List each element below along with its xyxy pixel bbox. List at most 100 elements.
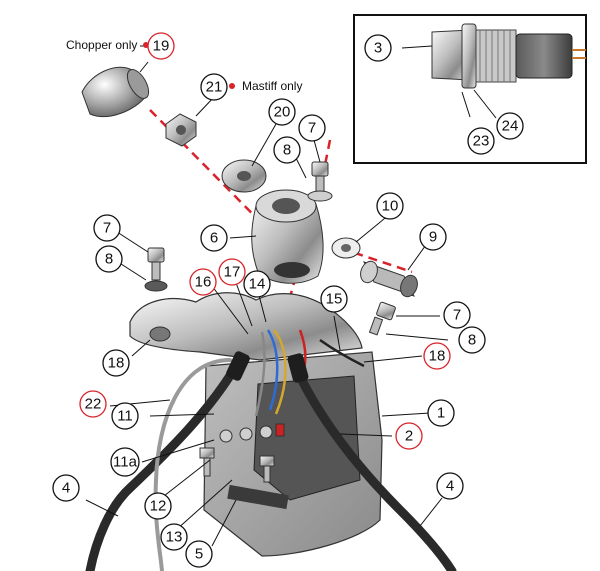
hex-nut-part — [165, 113, 197, 147]
callout-label: 11a — [113, 454, 138, 471]
callout-c21: 21 — [200, 73, 228, 101]
callout-label: 15 — [326, 291, 343, 308]
bolt-part-right — [368, 301, 396, 336]
callout-label: 3 — [374, 40, 382, 57]
callout-label: 11 — [117, 408, 133, 425]
callout-label: 12 — [150, 498, 167, 515]
callout-label: 8 — [468, 332, 476, 349]
callout-c1: 1 — [427, 399, 455, 427]
callout-label: 17 — [224, 264, 241, 281]
callout-circle — [423, 342, 451, 370]
callout-circle — [243, 270, 271, 298]
callout-circle — [395, 422, 423, 450]
spacer-part — [221, 159, 267, 193]
callout-label: 6 — [210, 230, 218, 247]
callout-circle — [79, 390, 107, 418]
bottom-studs — [199, 447, 275, 483]
callout-c18b: 18 — [423, 342, 451, 370]
callout-label: 18 — [429, 348, 446, 365]
callout-circle — [147, 32, 175, 60]
callout-label: 21 — [206, 79, 223, 96]
callout-label: 5 — [195, 546, 203, 563]
mastiff-only-note: Mastiff only — [242, 79, 302, 93]
callout-label: 14 — [249, 276, 266, 293]
callout-c11: 11 — [111, 402, 139, 430]
callout-c8a: 8 — [273, 136, 301, 164]
callout-label: 19 — [153, 38, 170, 55]
callout-label: 24 — [502, 118, 519, 135]
callout-label: 9 — [429, 229, 437, 246]
callout-circle — [427, 399, 455, 427]
callout-circle — [52, 474, 80, 502]
callout-c2: 2 — [395, 422, 423, 450]
callout-c3: 3 — [364, 34, 392, 62]
callout-circle — [376, 192, 404, 220]
cables — [85, 351, 457, 571]
callout-c10: 10 — [376, 192, 404, 220]
main-housing — [203, 351, 383, 557]
callout-circle — [320, 285, 348, 313]
callout-circle — [189, 268, 217, 296]
callout-label: 22 — [85, 396, 102, 413]
callout-c6: 6 — [200, 224, 228, 252]
callout-label: 18 — [108, 355, 125, 372]
callout-circle — [185, 540, 213, 568]
callout-c19: 19 — [147, 32, 175, 60]
callout-circle — [467, 127, 495, 155]
elbow-mount-part — [251, 189, 324, 284]
callout-circle — [298, 114, 326, 142]
callout-circle — [144, 492, 172, 520]
callout-c16: 16 — [189, 268, 217, 296]
callout-c14: 14 — [243, 270, 271, 298]
callout-c4a: 4 — [52, 474, 80, 502]
callout-label: 7 — [453, 307, 461, 324]
callout-c8b: 8 — [95, 245, 123, 273]
callout-label: 10 — [382, 198, 399, 215]
callout-label: 23 — [473, 133, 490, 150]
callout-c23: 23 — [467, 127, 495, 155]
washer-part — [331, 237, 361, 259]
callout-label: 4 — [446, 478, 454, 495]
callout-c8c: 8 — [458, 326, 486, 354]
callout-circle — [443, 301, 471, 329]
callout-circle — [419, 223, 447, 251]
bolt-part-left — [144, 247, 168, 292]
callout-circle — [218, 258, 246, 286]
terminal-row — [219, 423, 285, 443]
callout-c7b: 7 — [93, 214, 121, 242]
callout-circle — [436, 472, 464, 500]
callout-circle — [160, 523, 188, 551]
callout-circle — [458, 326, 486, 354]
callout-circle — [364, 34, 392, 62]
callout-circle — [200, 73, 228, 101]
callout-circle — [496, 112, 524, 140]
callout-c7c: 7 — [443, 301, 471, 329]
callout-circle — [110, 447, 140, 477]
callout-label: 8 — [105, 251, 113, 268]
callout-circle — [95, 245, 123, 273]
callout-label: 20 — [274, 104, 291, 121]
bullet-cap-part — [81, 66, 150, 118]
callout-label: 13 — [166, 529, 183, 546]
callout-c4b: 4 — [436, 472, 464, 500]
callout-c17: 17 — [218, 258, 246, 286]
callout-circle — [102, 349, 130, 377]
callout-c20: 20 — [268, 98, 296, 126]
callout-c15: 15 — [320, 285, 348, 313]
inset-detail — [353, 14, 587, 164]
note-mastiff-only: Mastiff only — [229, 79, 302, 93]
callout-c22: 22 — [79, 390, 107, 418]
callout-c18a: 18 — [102, 349, 130, 377]
callout-c12: 12 — [144, 492, 172, 520]
callout-c11a: 11a — [110, 447, 140, 477]
callout-c9: 9 — [419, 223, 447, 251]
callout-circle — [200, 224, 228, 252]
callout-circle — [111, 402, 139, 430]
bolt-part-upper — [307, 161, 333, 202]
chopper-only-note: Chopper only — [66, 38, 137, 52]
callout-c13: 13 — [160, 523, 188, 551]
callout-label: 7 — [308, 120, 316, 137]
callout-label: 4 — [62, 480, 70, 497]
